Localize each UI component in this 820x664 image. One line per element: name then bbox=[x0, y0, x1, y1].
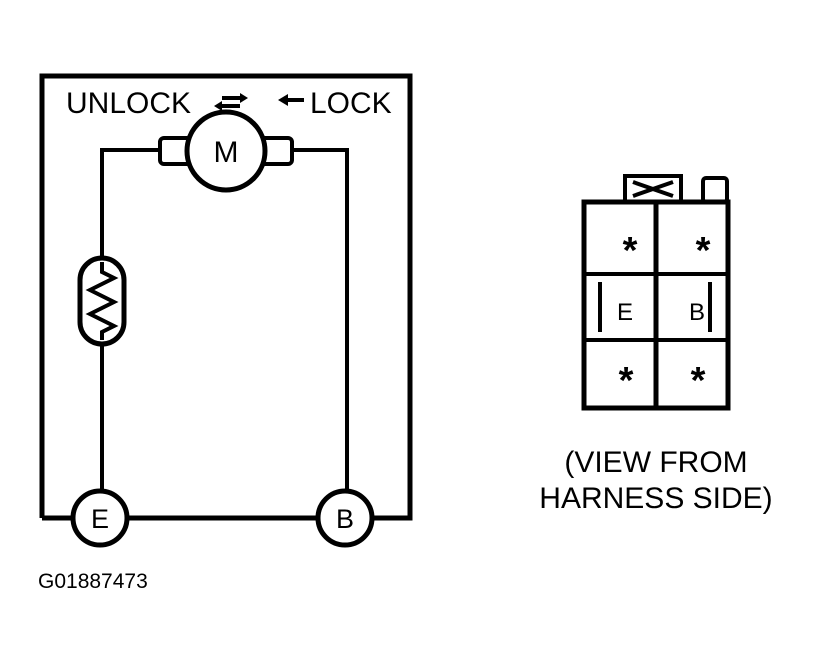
connector-caption-line1: (VIEW FROM bbox=[564, 446, 747, 479]
connector-pin-6: * bbox=[691, 360, 706, 402]
terminal-b: B bbox=[315, 488, 375, 548]
right-wire bbox=[290, 148, 349, 490]
figure-code: G01887473 bbox=[38, 570, 148, 593]
motor-label: M bbox=[214, 136, 239, 169]
connector-caption-line2: HARNESS SIDE) bbox=[539, 482, 772, 515]
terminal-e: E bbox=[70, 488, 130, 548]
unlock-direction-arrows-icon bbox=[214, 93, 248, 111]
left-wire bbox=[100, 148, 162, 260]
terminal-b-label: B bbox=[336, 504, 354, 534]
lock-label: LOCK bbox=[310, 87, 392, 120]
lock-arrow-icon bbox=[278, 94, 304, 106]
resistor-zigzag-icon bbox=[85, 262, 119, 340]
connector-pin-2: * bbox=[696, 230, 711, 272]
resistor-element bbox=[77, 255, 127, 347]
connector-latch-icon bbox=[623, 174, 729, 204]
connector-pin-1: * bbox=[623, 230, 638, 272]
connector-pin-5: * bbox=[619, 360, 634, 402]
motor-circle bbox=[184, 109, 268, 193]
connector-pin-4: B bbox=[689, 299, 705, 326]
unlock-label: UNLOCK bbox=[66, 87, 191, 120]
connector-pin-3: E bbox=[617, 299, 633, 326]
outer-frame bbox=[39, 73, 413, 521]
connector-view: * * E B * * (VIEW FROM HARNESS SIDE) bbox=[539, 174, 773, 515]
motor-symbol: M bbox=[158, 109, 294, 193]
motor-schematic: M UNLOCK LOCK E B bbox=[39, 73, 413, 548]
terminal-e-label: E bbox=[91, 504, 109, 534]
